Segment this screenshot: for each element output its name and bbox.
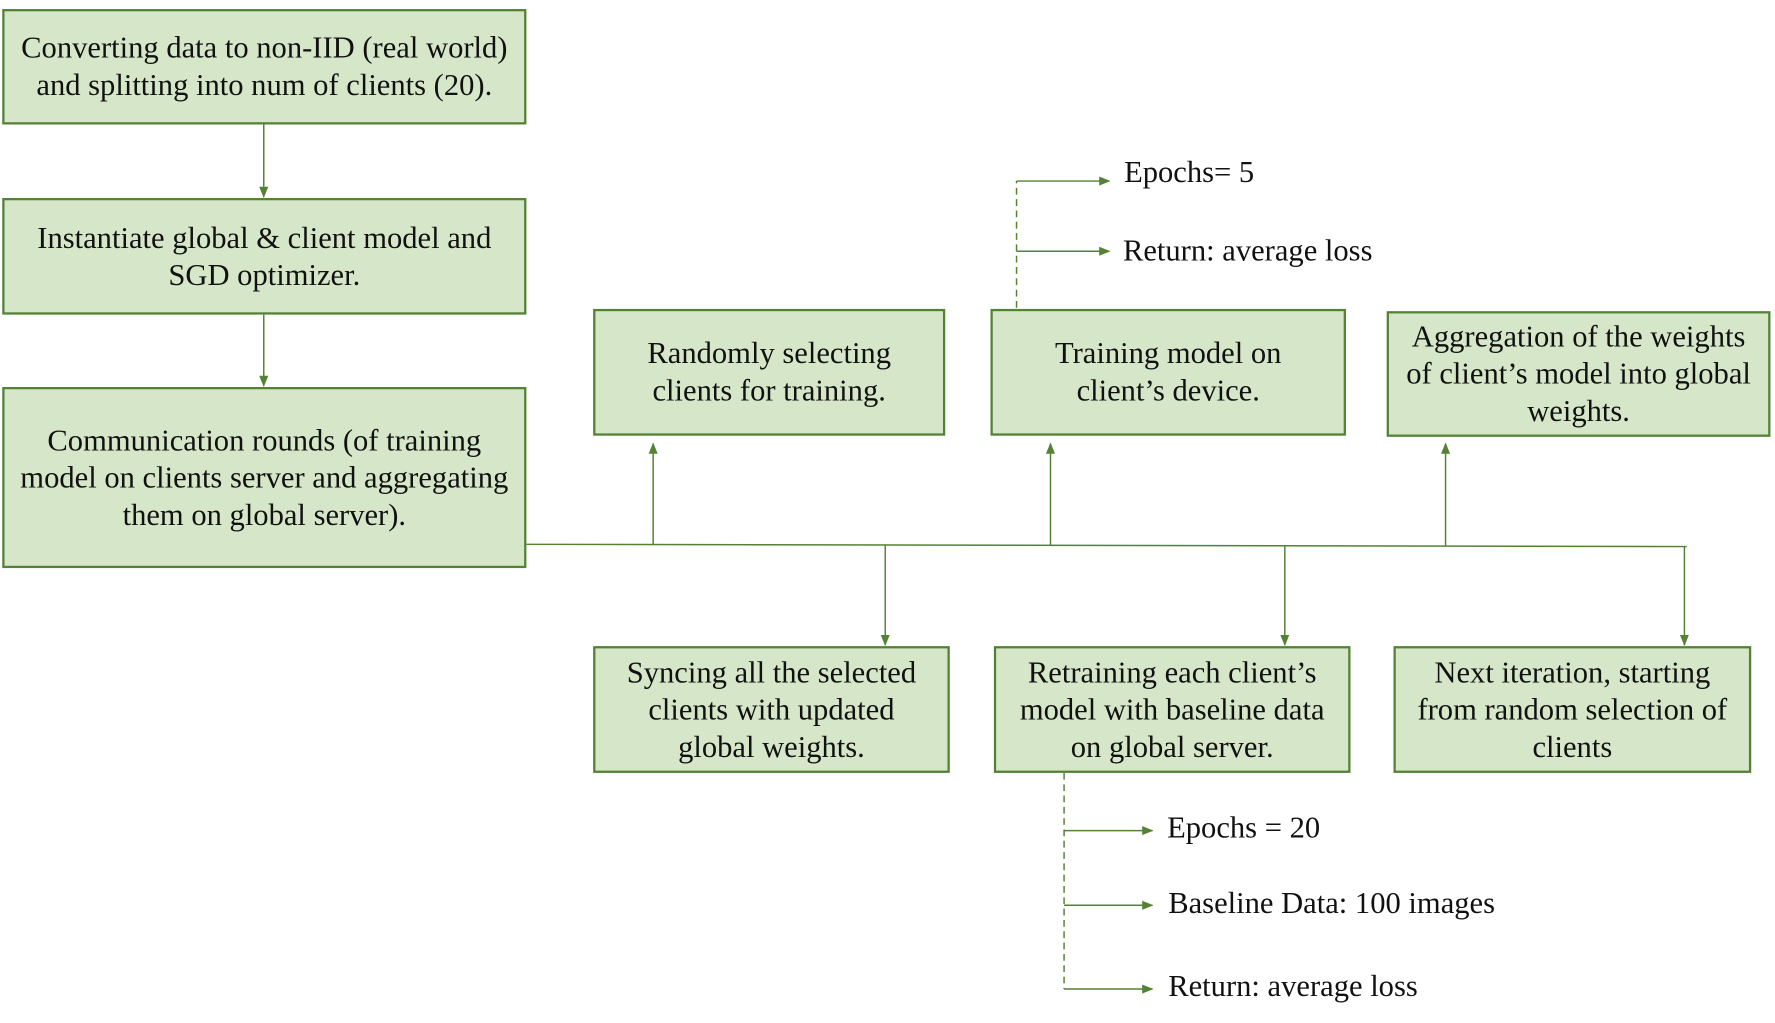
main-bus-line <box>526 543 1687 548</box>
step-select-clients: Randomly selecting clients for training. <box>593 308 946 436</box>
retrain-epochs-label: Epochs = 20 <box>1167 810 1321 845</box>
step-instantiate-models: Instantiate global & client model and SG… <box>2 198 527 315</box>
step-convert-data: Converting data to non-IID (real world) … <box>2 9 527 125</box>
train-return-label: Return: average loss <box>1122 233 1373 268</box>
step-train-clients: Training model on client’s device. <box>990 308 1346 436</box>
step-text: Converting data to non-IID (real world) … <box>21 30 508 102</box>
step-communication-rounds: Communication rounds (of training model … <box>2 387 527 569</box>
step-text: Syncing all the selected clients with up… <box>626 654 917 764</box>
step-text: Retraining each client’s model with base… <box>1019 654 1325 764</box>
step-text: Communication rounds (of training model … <box>20 422 509 532</box>
step-text: Next iteration, starting from random sel… <box>1417 654 1728 764</box>
retrain-return-label: Return: average loss <box>1168 968 1418 1003</box>
step-text: Training model on client’s device. <box>1055 336 1282 408</box>
step-text: Aggregation of the weights of client’s m… <box>1406 319 1751 428</box>
step-aggregate-weights: Aggregation of the weights of client’s m… <box>1386 311 1771 437</box>
step-text: Instantiate global & client model and SG… <box>37 220 492 292</box>
step-text: Randomly selecting clients for training. <box>647 336 892 408</box>
step-next-iteration: Next iteration, starting from random sel… <box>1393 646 1752 773</box>
step-retrain-baseline: Retraining each client’s model with base… <box>993 646 1351 773</box>
retrain-baseline-label: Baseline Data: 100 images <box>1168 886 1496 920</box>
step-sync-clients: Syncing all the selected clients with up… <box>593 646 950 773</box>
train-epochs-label: Epochs= 5 <box>1124 155 1255 189</box>
